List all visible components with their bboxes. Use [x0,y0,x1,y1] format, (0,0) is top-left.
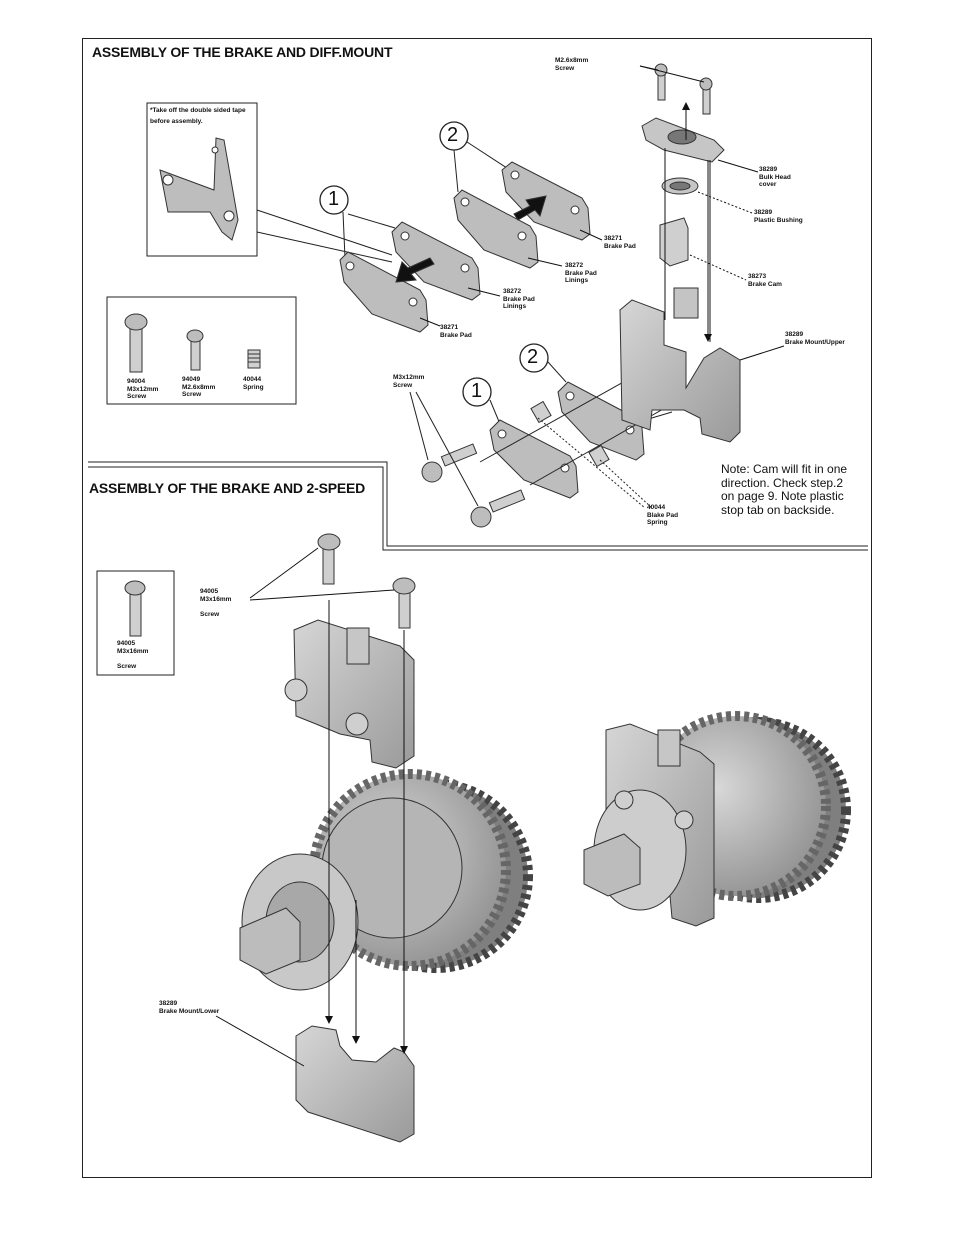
label-callout-94005: 94005 M3x16mm Screw [200,588,232,618]
label-m3x12-screw: M3x12mm Screw [393,374,425,389]
section-divider [88,461,868,551]
hardware-box-top [106,296,297,405]
step-2-lower: 2 [527,346,539,368]
step-2-upper: 2 [447,124,459,146]
label-box-94005: 94005 M3x16mm Screw [117,640,149,670]
label-m26-screw: M2.6x8mm Screw [555,57,589,72]
label-pad-spring: 40044 Blake Pad Spring [647,504,679,527]
cam-note: Note: Cam will fit in one direction. Che… [721,462,848,517]
brake-pads-lower [421,381,645,528]
label-brake-pad-a: 38271 Brake Pad [604,235,636,250]
brake-mount-upper [619,63,741,443]
label-plastic-bushing: 38289 Plastic Bushing [754,209,803,224]
label-linings-b: 38272 Brake Pad Linings [503,288,535,311]
tape-note-text: *Take off the double sided tape before a… [150,107,246,125]
label-brake-mount-upper: 38289 Brake Mount/Upper [785,331,845,346]
page-frame [82,38,872,1178]
label-hw-40044: 40044 Spring [243,376,264,391]
heading-brake-diff-mount: ASSEMBLY OF THE BRAKE AND DIFF.MOUNT [92,44,393,60]
step-markers [319,121,549,407]
screw-m3x12-a [421,443,478,483]
hardware-box-bottom [96,570,175,676]
two-speed-exploded [239,533,533,1143]
label-brake-cam: 38273 Brake Cam [748,273,782,288]
screw-m3x12-b [470,489,526,528]
step-1-upper: 1 [328,188,340,210]
label-hw-94049: 94049 M2.6x8mm Screw [182,376,216,399]
step-1-lower: 1 [471,380,483,402]
label-bulk-head-cover: 38289 Bulk Head cover [759,166,791,189]
tape-note-panel [146,102,393,263]
brake-pads-upper [339,161,591,333]
label-brake-mount-lower: 38289 Brake Mount/Lower [159,1000,220,1015]
label-linings-a: 38272 Brake Pad Linings [565,262,597,285]
label-hw-94004: 94004 M3x12mm Screw [127,378,159,401]
two-speed-assembled [583,711,851,927]
step-leaders [342,141,567,425]
label-brake-pad-b: 38271 Brake Pad [440,324,472,339]
heading-brake-2-speed: ASSEMBLY OF THE BRAKE AND 2-SPEED [89,480,366,496]
